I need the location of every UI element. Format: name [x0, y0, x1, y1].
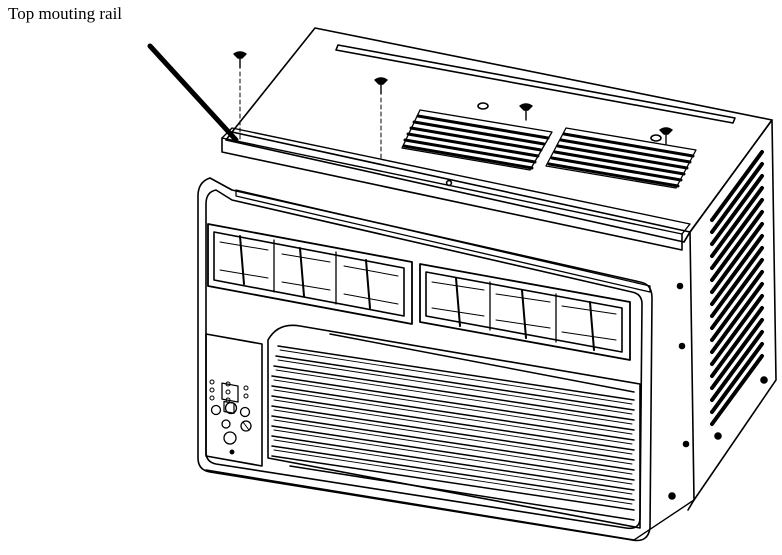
indicator-leds [209, 379, 249, 403]
screw-hole-icon [650, 134, 662, 142]
callout-label-top-rail: Top mouting rail [8, 4, 123, 23]
screw-icon [519, 103, 533, 121]
side-fastener [676, 282, 684, 290]
screw-hole-icon [477, 102, 489, 110]
top-slot-rear [335, 44, 736, 124]
air-louver-right [419, 263, 631, 361]
screw-icon [659, 127, 673, 145]
side-louvers [710, 150, 764, 426]
control-panel [205, 333, 263, 467]
top-vent-right [545, 127, 697, 189]
cabinet-right-side [689, 119, 777, 501]
side-fastener [714, 432, 722, 440]
side-fastener [760, 376, 768, 384]
cabinet-front-inner [205, 189, 643, 530]
side-fastener [678, 342, 686, 350]
front-top-slot [235, 189, 651, 293]
front-grille [267, 324, 641, 529]
rail-hole [445, 179, 453, 187]
callout-leader-line [147, 43, 239, 143]
air-louver-left [207, 223, 413, 325]
cabinet-base [205, 469, 695, 541]
screw-icon [374, 77, 388, 159]
right-side-edge [683, 231, 695, 511]
side-fastener [682, 440, 690, 448]
screw-icon [233, 51, 247, 141]
cabinet-front-outer [197, 177, 653, 542]
top-mounting-rail [221, 127, 691, 251]
control-buttons [210, 401, 252, 455]
top-vent-left [401, 109, 553, 171]
side-fastener [668, 492, 676, 500]
